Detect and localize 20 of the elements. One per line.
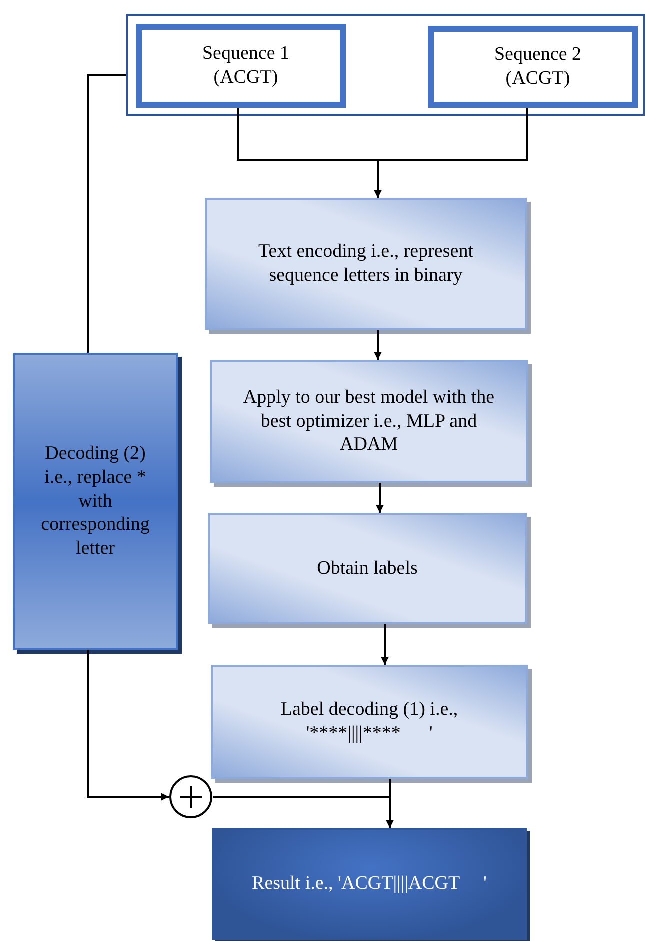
sequence-box xyxy=(428,26,638,108)
arrow xyxy=(213,796,394,828)
sequence-box xyxy=(136,24,346,108)
node-text: Obtain labels xyxy=(317,556,418,580)
arrow xyxy=(374,330,382,360)
node-text: Text encoding i.e., represent sequence letters in binary xyxy=(258,240,474,288)
arrow xyxy=(376,483,384,513)
node-text: Sequence 1 (ACGT) xyxy=(201,42,291,90)
connector-line xyxy=(87,74,126,353)
node-text: Sequence 2 (ACGT) xyxy=(493,43,583,91)
arrow xyxy=(87,650,169,801)
node-text: Result i.e., 'ACGT||||ACGT ' xyxy=(252,872,487,896)
node-text: Apply to our best model with the best optimizer i.e., MLP and ADAM xyxy=(242,386,496,458)
summing-junction xyxy=(169,775,213,819)
result-box xyxy=(212,828,527,940)
container-box xyxy=(126,14,645,116)
arrow xyxy=(374,108,528,198)
node-text: Decoding (2) i.e., replace * with corresponding letter xyxy=(41,442,150,561)
arrow xyxy=(381,624,389,665)
node-text: Label decoding (1) i.e., '****||||**** ' xyxy=(280,698,460,746)
